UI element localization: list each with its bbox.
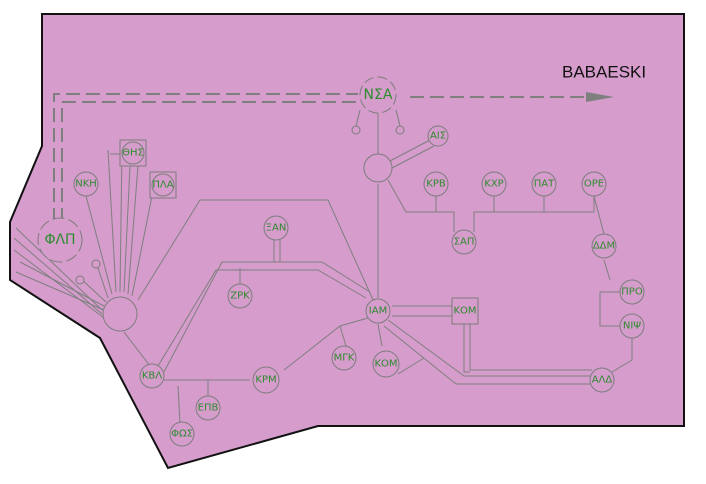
node-zrk[interactable]: ΖΡΚ (227, 283, 253, 309)
svg-text:ΠΡΟ: ΠΡΟ (621, 287, 643, 298)
node-pat[interactable]: ΠΑΤ (531, 171, 557, 197)
node-xan[interactable]: ΞΑΝ (263, 215, 289, 241)
node-hub-left (102, 296, 138, 332)
node-pro[interactable]: ΠΡΟ (619, 279, 645, 305)
svg-text:ΝΣΑ: ΝΣΑ (364, 87, 393, 103)
node-ddm[interactable]: ΔΔΜ (591, 233, 617, 259)
svg-text:ΚΡΜ: ΚΡΜ (255, 375, 276, 386)
node-iam[interactable]: ΙΑΜ (365, 298, 391, 324)
node-mgk[interactable]: ΜΓΚ (331, 345, 357, 371)
node-fos[interactable]: ΦΩΣ (169, 421, 195, 447)
svg-text:ΠΛΑ: ΠΛΑ (152, 180, 173, 191)
node-kvl[interactable]: ΚΒΛ (139, 363, 165, 389)
svg-text:ΝΚΗ: ΝΚΗ (75, 179, 97, 190)
svg-text:ΞΑΝ: ΞΑΝ (266, 223, 287, 234)
connection-lines (13, 109, 633, 425)
svg-text:ΔΔΜ: ΔΔΜ (593, 241, 615, 252)
node-nsa[interactable]: ΝΣΑ (359, 76, 397, 114)
node-kom-circle[interactable]: ΚΟΜ (372, 350, 400, 378)
svg-text:ΠΑΤ: ΠΑΤ (534, 179, 555, 190)
node-nkh[interactable]: ΝΚΗ (73, 171, 99, 197)
node-krv[interactable]: ΚΡΒ (423, 171, 449, 197)
route-arrowhead (586, 92, 614, 102)
node-krm[interactable]: ΚΡΜ (252, 366, 280, 394)
svg-text:ΘΗΣ: ΘΗΣ (122, 148, 144, 159)
svg-text:ΙΑΜ: ΙΑΜ (369, 306, 387, 317)
node-ths[interactable]: ΘΗΣ (119, 139, 147, 167)
svg-text:ΦΩΣ: ΦΩΣ (171, 429, 193, 440)
node-epv[interactable]: ΕΠΒ (195, 395, 221, 421)
node-kxr[interactable]: ΚΧΡ (481, 171, 507, 197)
node-hub-top (363, 153, 393, 183)
svg-text:ΚΟΜ: ΚΟΜ (453, 306, 476, 317)
node-kom-square[interactable]: ΚΟΜ (451, 297, 479, 325)
node-ald[interactable]: ΑΛΔ (589, 367, 615, 393)
connector-dots (75, 125, 405, 285)
svg-text:ΜΓΚ: ΜΓΚ (334, 353, 355, 364)
dashed-route (53, 92, 614, 222)
svg-text:ΦΛΠ: ΦΛΠ (44, 232, 75, 248)
node-ais[interactable]: ΑΙΣ (427, 125, 449, 147)
node-ore[interactable]: ΟΡΕ (581, 171, 607, 197)
svg-text:ΑΛΔ: ΑΛΔ (592, 375, 613, 386)
svg-text:ΣΑΠ: ΣΑΠ (454, 237, 475, 248)
node-nips[interactable]: ΝΙΨ (619, 313, 645, 339)
svg-text:ΟΡΕ: ΟΡΕ (584, 179, 604, 190)
svg-text:ΑΙΣ: ΑΙΣ (430, 131, 446, 142)
svg-text:ΚΒΛ: ΚΒΛ (142, 371, 162, 382)
node-flp[interactable]: ΦΛΠ (37, 217, 83, 263)
node-pla[interactable]: ΠΛΑ (149, 171, 177, 199)
svg-text:ΖΡΚ: ΖΡΚ (230, 291, 250, 302)
svg-text:ΕΠΒ: ΕΠΒ (198, 403, 219, 414)
svg-text:ΚΟΜ: ΚΟΜ (374, 359, 397, 370)
destination-label: BABAESKI (562, 63, 646, 82)
svg-text:ΚΧΡ: ΚΧΡ (484, 179, 503, 190)
svg-text:ΚΡΒ: ΚΡΒ (426, 179, 446, 190)
node-sap[interactable]: ΣΑΠ (451, 229, 477, 255)
svg-text:ΝΙΨ: ΝΙΨ (623, 321, 641, 332)
